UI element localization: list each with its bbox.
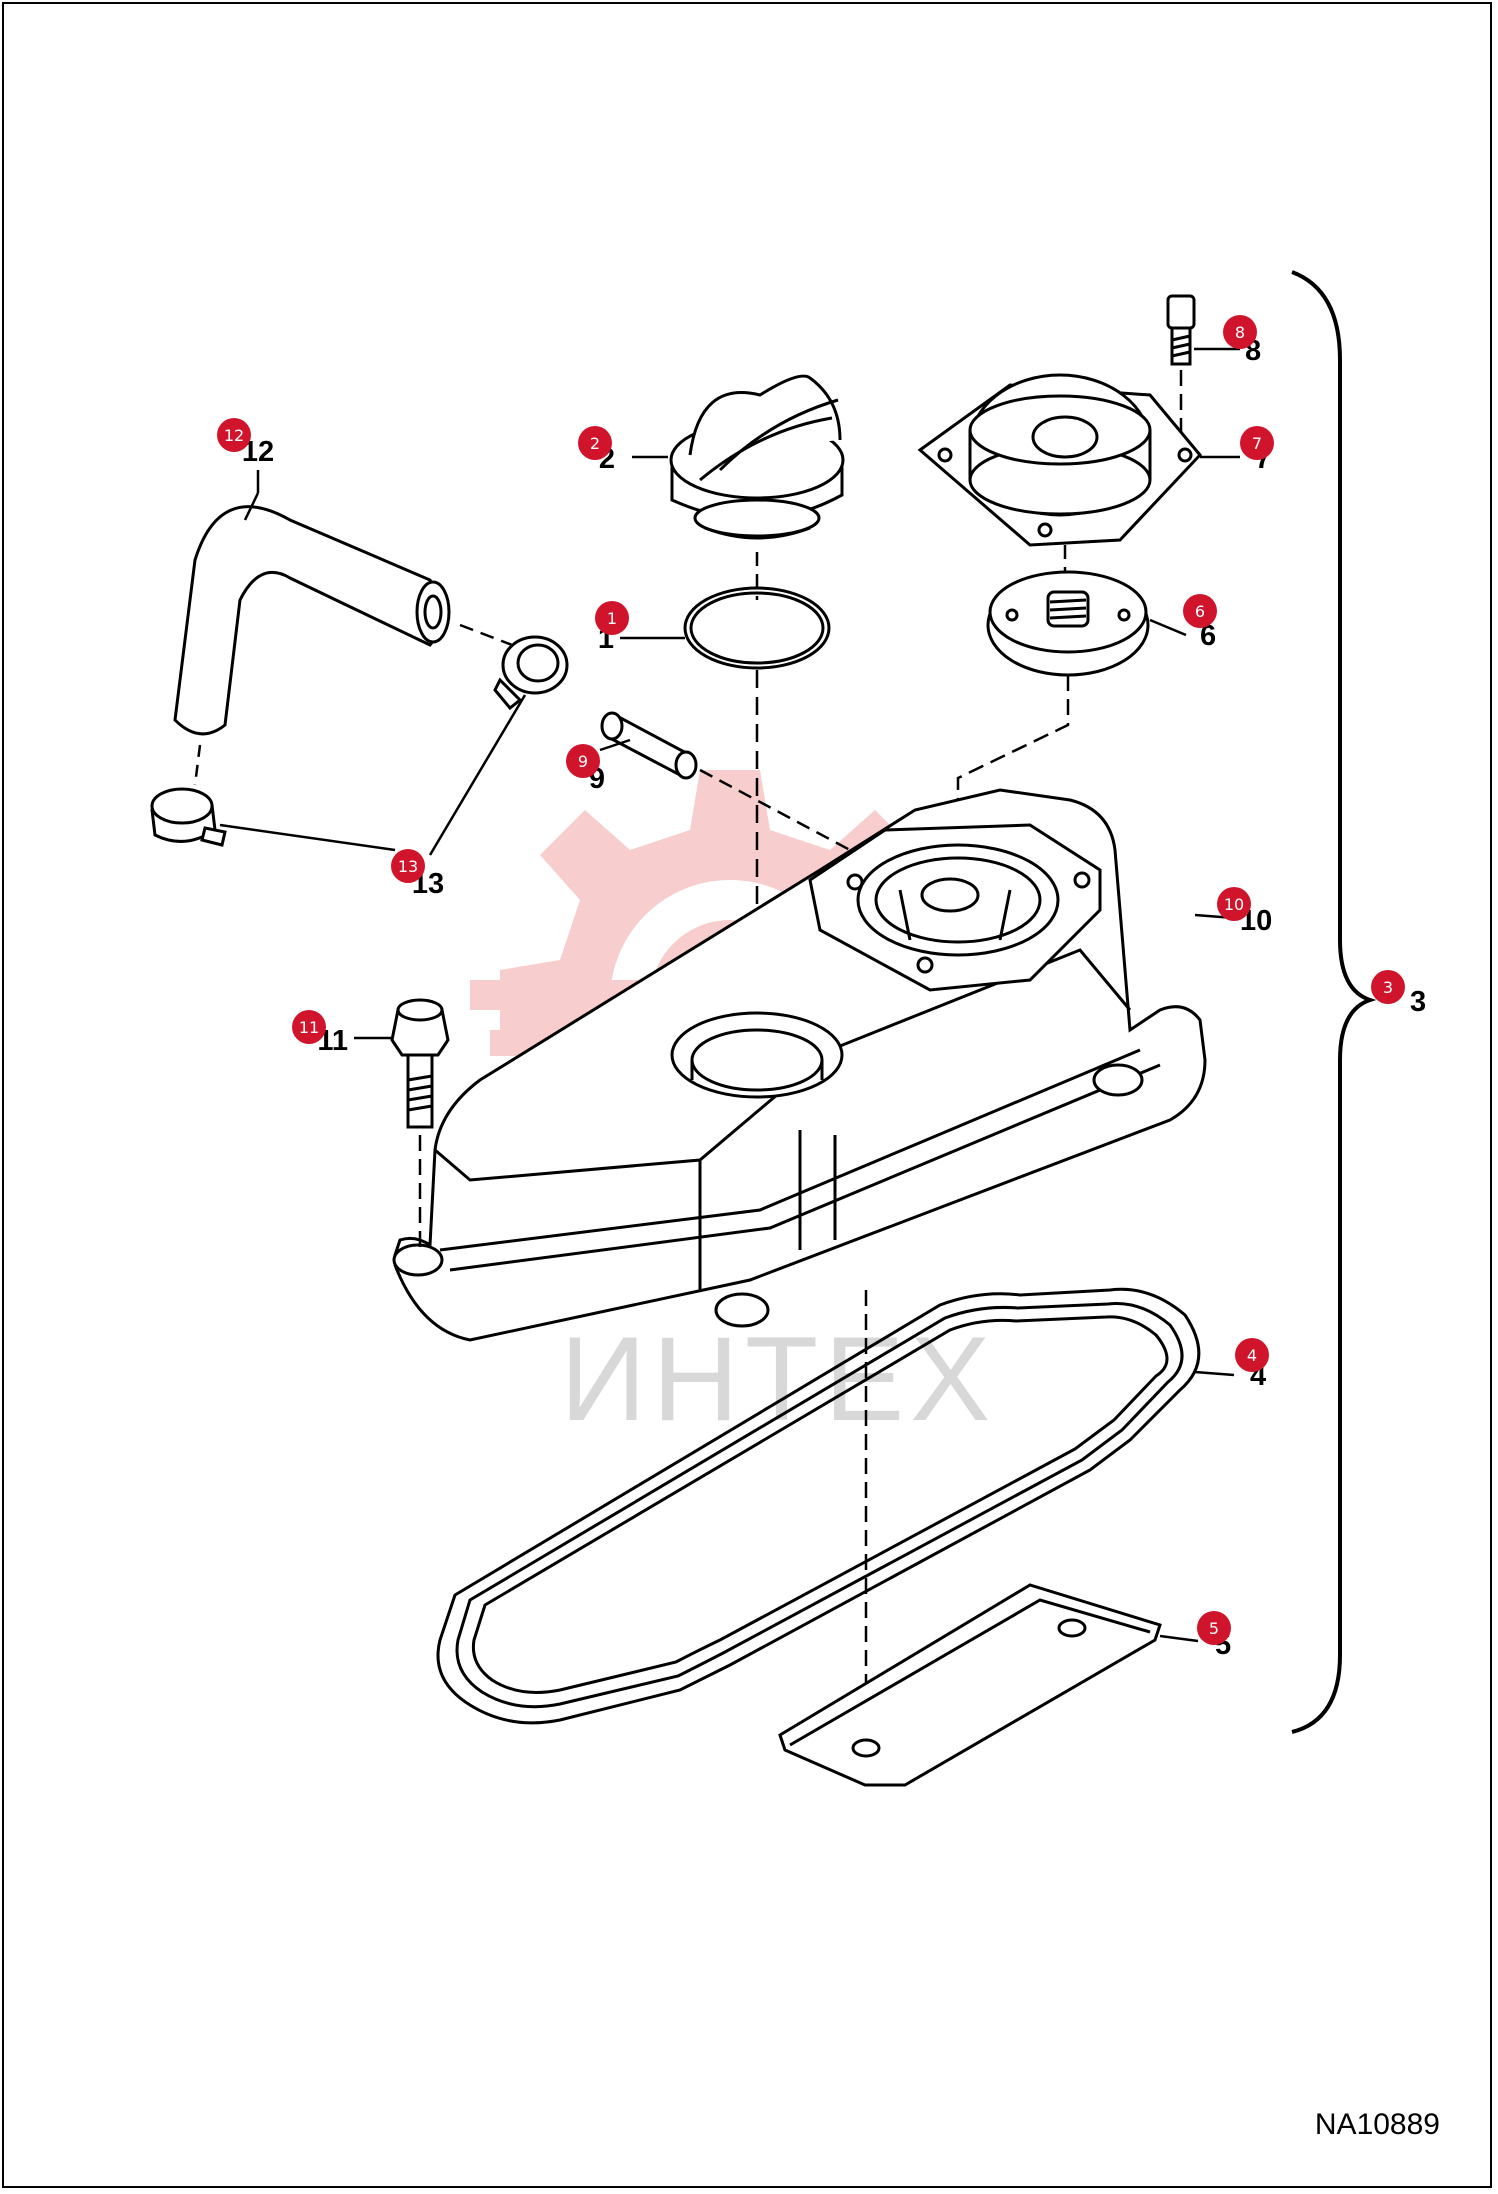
callout-badge-2: 2 xyxy=(578,426,612,460)
svg-text:9: 9 xyxy=(578,752,588,771)
callout-badge-10: 10 xyxy=(1217,887,1251,921)
watermark-text: ИНТЕХ xyxy=(560,1312,996,1446)
part-9-hose-fitting xyxy=(600,711,698,780)
callout-badges: 1 2 3 4 5 6 7 8 9 10 11 12 13 xyxy=(217,315,1405,1645)
svg-text:7: 7 xyxy=(1252,434,1262,453)
part-13-hose-clamp-lower xyxy=(150,787,227,847)
callout-badge-5: 5 xyxy=(1197,1611,1231,1645)
callout-badge-4: 4 xyxy=(1235,1338,1269,1372)
callout-number-6: 6 xyxy=(1200,620,1216,652)
part-13-hose-clamp-upper xyxy=(493,635,569,711)
part-4-cover-gasket xyxy=(436,1287,1201,1725)
callout-badge-7: 7 xyxy=(1240,426,1274,460)
part-6-diaphragm xyxy=(986,570,1150,677)
svg-text:10: 10 xyxy=(1224,895,1244,914)
callout-number-3: 3 xyxy=(1410,986,1426,1018)
callout-badge-8: 8 xyxy=(1223,315,1257,349)
svg-text:6: 6 xyxy=(1195,602,1205,621)
svg-text:11: 11 xyxy=(299,1018,319,1037)
drawing-reference-number: NA10889 xyxy=(1314,2108,1440,2141)
callout-badge-1: 1 xyxy=(595,601,629,635)
part-12-breather-hose xyxy=(173,505,451,736)
part-11-cover-bolt xyxy=(390,998,450,1129)
part-2-filler-cap xyxy=(669,374,845,540)
part-10-valve-cover xyxy=(392,788,1207,1342)
svg-text:8: 8 xyxy=(1235,323,1245,342)
callout-badge-13: 13 xyxy=(391,849,425,883)
svg-text:13: 13 xyxy=(398,857,418,876)
callout-badge-3: 3 xyxy=(1371,970,1405,1004)
svg-text:4: 4 xyxy=(1247,1346,1257,1365)
part-7-breather-cover xyxy=(917,373,1203,547)
callout-badge-6: 6 xyxy=(1183,594,1217,628)
svg-text:5: 5 xyxy=(1209,1619,1219,1638)
svg-text:2: 2 xyxy=(590,434,600,453)
part-5-baffle-plate xyxy=(778,1583,1162,1787)
assembly-brace xyxy=(1291,270,1377,1734)
callout-badge-11: 11 xyxy=(292,1010,326,1044)
callout-badge-12: 12 xyxy=(217,418,251,452)
callout-badge-9: 9 xyxy=(566,744,600,778)
part-1-o-ring xyxy=(683,586,831,670)
svg-text:3: 3 xyxy=(1383,978,1393,997)
part-8-screw xyxy=(1166,294,1196,366)
svg-text:1: 1 xyxy=(607,609,617,628)
svg-text:12: 12 xyxy=(224,426,244,445)
callout-leaders xyxy=(219,347,1240,1643)
